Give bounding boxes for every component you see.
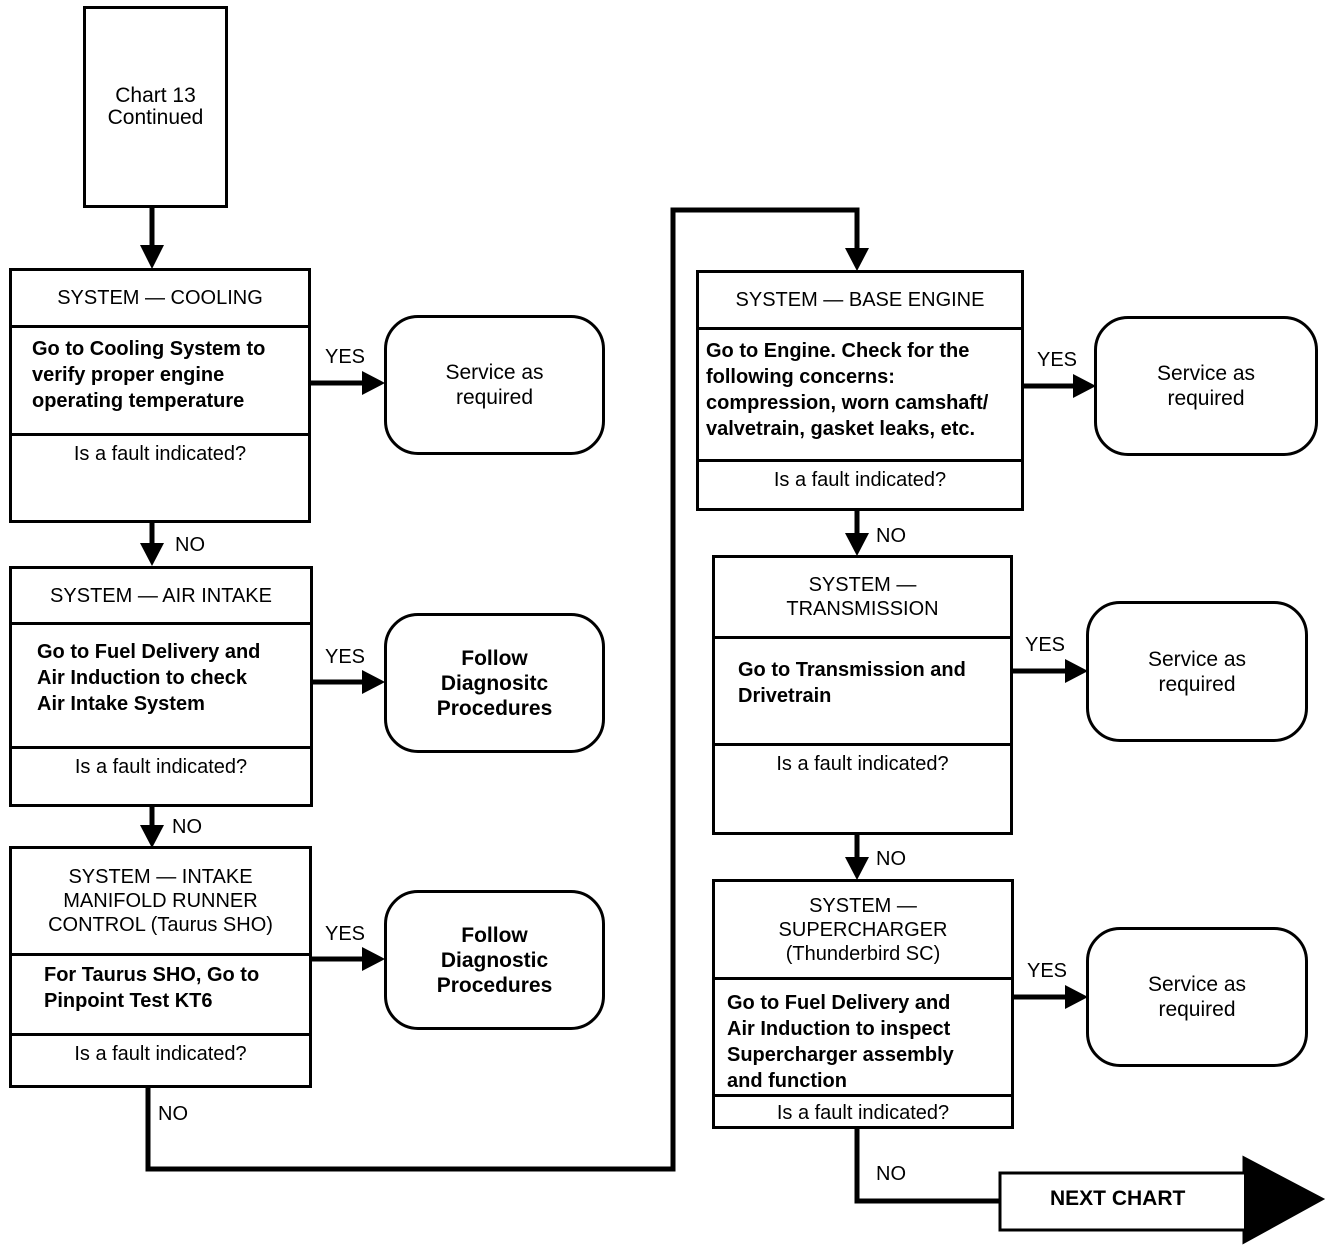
arrowhead	[140, 543, 164, 566]
no-label: NO	[175, 534, 205, 556]
outcome-service: Service as required	[1086, 601, 1308, 742]
no-label: NO	[876, 848, 906, 870]
step-transmission: SYSTEM — TRANSMISSION Go to Transmission…	[712, 555, 1013, 835]
step-title: SYSTEM — SUPERCHARGER (Thunderbird SC)	[778, 894, 948, 965]
arrowhead	[1065, 659, 1088, 683]
arrowhead	[362, 371, 385, 395]
yes-label: YES	[1037, 349, 1078, 371]
arrowhead	[362, 670, 385, 694]
arrowhead	[845, 533, 869, 556]
arrowhead	[845, 857, 869, 880]
outcome-service: Service as required	[1086, 927, 1308, 1067]
step-title: SYSTEM — BASE ENGINE	[735, 289, 985, 311]
yes-label: YES	[325, 346, 366, 368]
no-label: NO	[172, 816, 202, 838]
step-instruction: Go to Transmission and Drivetrain	[715, 636, 1010, 743]
step-title: SYSTEM — COOLING	[57, 287, 263, 309]
yes-label: YES	[1027, 960, 1068, 982]
start-label: Chart 13 Continued	[107, 84, 204, 129]
step-question: Is a fault indicated?	[12, 1033, 309, 1085]
step-intake-manifold: SYSTEM — INTAKE MANIFOLD RUNNER CONTROL …	[9, 846, 312, 1088]
no-label: NO	[876, 525, 906, 547]
step-question: Is a fault indicated?	[715, 743, 1010, 832]
outcome-follow-procedures: Follow Diagnostic Procedures	[384, 890, 605, 1030]
arrowhead	[1065, 985, 1088, 1009]
step-title: SYSTEM — TRANSMISSION	[786, 574, 939, 620]
step-instruction: Go to Cooling System to verify proper en…	[12, 325, 308, 433]
outcome-service: Service as required	[1094, 316, 1318, 456]
next-chart-label: NEXT CHART	[1050, 1187, 1186, 1210]
step-question: Is a fault indicated?	[12, 433, 308, 520]
arrowhead	[1073, 374, 1096, 398]
yes-label: YES	[325, 923, 366, 945]
outcome-follow-procedures: Follow Diagnositc Procedures	[384, 613, 605, 753]
arrowhead	[362, 947, 385, 971]
chart-start-box: Chart 13 Continued	[83, 6, 228, 208]
outcome-service: Service as required	[384, 315, 605, 455]
step-base-engine: SYSTEM — BASE ENGINE Go to Engine. Check…	[696, 270, 1024, 511]
step-instruction: Go to Engine. Check for the following co…	[699, 327, 1021, 459]
yes-label: YES	[325, 646, 366, 668]
next-chart-arrow	[998, 1155, 1326, 1245]
step-instruction: Go to Fuel Delivery and Air Induction to…	[12, 622, 310, 746]
step-title: SYSTEM — INTAKE MANIFOLD RUNNER CONTROL …	[48, 866, 273, 936]
step-question: Is a fault indicated?	[12, 746, 310, 804]
step-title: SYSTEM — AIR INTAKE	[50, 584, 272, 607]
yes-label: YES	[1025, 634, 1066, 656]
step-supercharger: SYSTEM — SUPERCHARGER (Thunderbird SC) G…	[712, 879, 1014, 1129]
arrowhead	[140, 825, 164, 848]
step-air-intake: SYSTEM — AIR INTAKE Go to Fuel Delivery …	[9, 566, 313, 807]
step-question: Is a fault indicated?	[699, 459, 1021, 508]
no-label: NO	[876, 1163, 906, 1185]
step-cooling: SYSTEM — COOLING Go to Cooling System to…	[9, 268, 311, 523]
step-instruction: For Taurus SHO, Go to Pinpoint Test KT6	[12, 953, 309, 1033]
step-question: Is a fault indicated?	[715, 1094, 1011, 1126]
arrowhead	[845, 248, 869, 271]
step-instruction: Go to Fuel Delivery and Air Induction to…	[715, 977, 1011, 1094]
arrowhead	[140, 245, 164, 269]
no-label: NO	[158, 1103, 188, 1125]
